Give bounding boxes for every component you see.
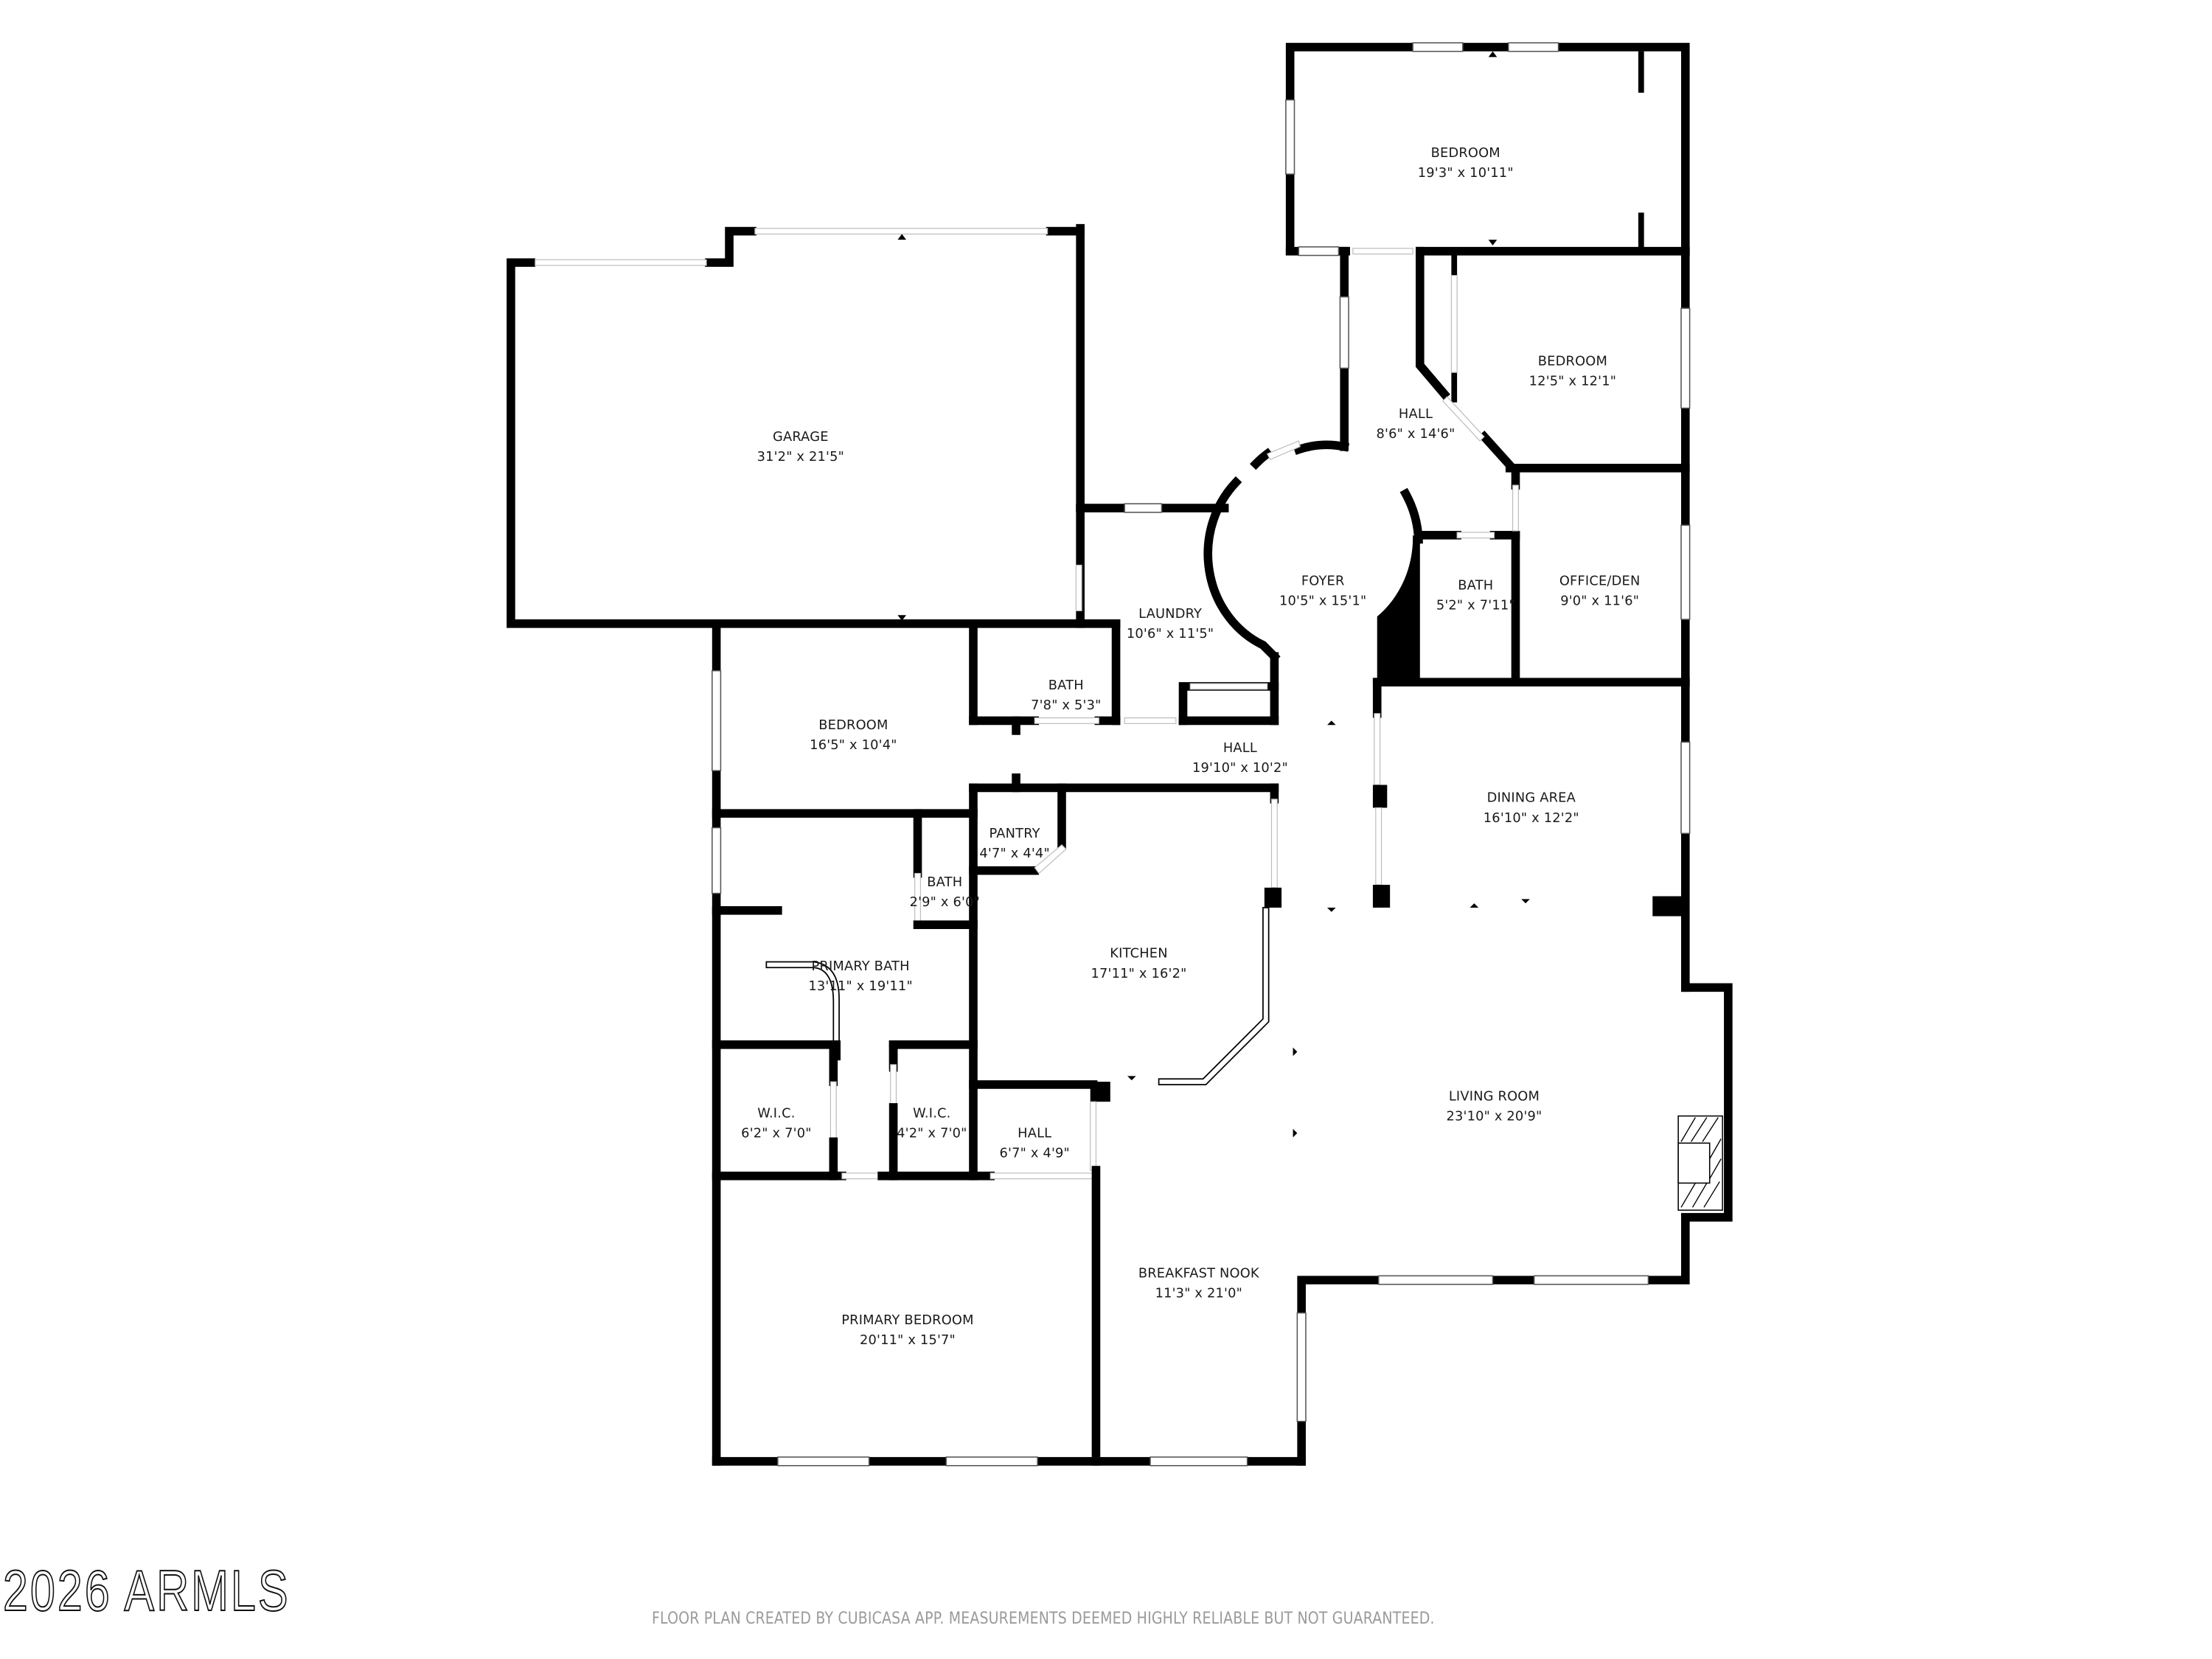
room-name: BREAKFAST NOOK — [1138, 1265, 1260, 1281]
room-name: BATH — [1048, 678, 1084, 693]
room-wic-1: W.I.C. 6'2" x 7'0" — [712, 1040, 883, 1180]
room-size: 20'11" x 15'7" — [860, 1332, 956, 1348]
room-name: HALL — [1018, 1126, 1051, 1141]
room-size: 23'10" x 20'9" — [1446, 1108, 1542, 1124]
room-size: 31'2" x 21'5" — [757, 449, 844, 465]
room-size: 11'3" x 21'0" — [1155, 1285, 1242, 1301]
room-bedroom-1: BEDROOM 19'3" x 10'11" — [1285, 42, 1690, 257]
window — [1285, 99, 1295, 175]
room-size: 16'10" x 12'2" — [1484, 810, 1579, 826]
disclaimer-text: FLOOR PLAN CREATED BY CUBICASA APP. MEAS… — [652, 1610, 1435, 1628]
room-name: BEDROOM — [818, 717, 888, 733]
room-name: BATH — [1458, 577, 1493, 593]
room-name: DINING AREA — [1487, 790, 1576, 806]
room-size: 10'6" x 11'5" — [1127, 626, 1214, 641]
room-size: 4'7" x 4'4" — [979, 846, 1049, 861]
room-bath-3: BATH 2'9" x 6'0" — [910, 809, 980, 929]
room-garage: GARAGE 31'2" x 21'5" — [507, 223, 1085, 628]
room-size: 16'5" x 10'4" — [810, 737, 897, 753]
room-size: 9'0" x 11'6" — [1560, 594, 1639, 609]
room-wic-2: W.I.C. 4'2" x 7'0" — [877, 1040, 995, 1180]
window — [1296, 1312, 1307, 1422]
room-name: PRIMARY BATH — [811, 959, 909, 974]
window — [1533, 1275, 1649, 1285]
room-living-room: LIVING ROOM 23'10" x 20'9" — [1377, 983, 1733, 1285]
window — [1150, 1456, 1248, 1467]
copyright-watermark: 2026 ARMLS — [2, 1557, 291, 1624]
room-size: 10'5" x 15'1" — [1279, 594, 1366, 609]
room-size: 19'3" x 10'11" — [1418, 165, 1514, 181]
window — [1680, 741, 1691, 835]
room-bath-2: BATH 7'8" x 5'3" — [1031, 678, 1101, 713]
room-breakfast-nook: BREAKFAST NOOK 11'3" x 21'0" — [1138, 1265, 1383, 1467]
room-office-den: OFFICE/DEN 9'0" x 11'6" — [1372, 524, 1691, 686]
room-dining-area: DINING AREA 16'10" x 12'2" — [1372, 678, 1691, 992]
window — [777, 1456, 870, 1467]
window — [1298, 246, 1340, 257]
measurement-markers — [897, 51, 1530, 1138]
window — [1339, 296, 1349, 369]
room-size: 17'11" x 16'2" — [1091, 966, 1187, 981]
room-pantry: PANTRY 4'7" x 4'4" — [969, 783, 1067, 1180]
room-size: 4'2" x 7'0" — [897, 1126, 967, 1141]
window — [1680, 524, 1691, 620]
room-name: LIVING ROOM — [1449, 1088, 1540, 1104]
room-foyer: FOYER 10'5" x 15'1" — [1203, 440, 1423, 683]
room-name: GARAGE — [773, 429, 829, 445]
room-hall-upper: HALL 8'6" x 14'6" — [1377, 406, 1455, 442]
window — [1412, 42, 1464, 52]
room-size: 8'6" x 14'6" — [1377, 426, 1455, 442]
room-size: 5'2" x 7'11" — [1436, 597, 1515, 613]
room-size: 7'8" x 5'3" — [1031, 698, 1101, 713]
room-name: BEDROOM — [1431, 145, 1500, 161]
room-name: FOYER — [1301, 574, 1345, 589]
room-size: 6'2" x 7'0" — [741, 1126, 811, 1141]
window — [1377, 1275, 1494, 1285]
window — [1680, 307, 1691, 409]
room-size: 12'5" x 12'1" — [1529, 374, 1616, 389]
room-name: BATH — [927, 874, 962, 890]
room-size: 13'11" x 19'11" — [808, 978, 913, 994]
room-name: LAUNDRY — [1138, 606, 1202, 622]
room-size: 2'9" x 6'0" — [910, 894, 980, 910]
room-primary-bath: PRIMARY BATH 13'11" x 19'11" — [712, 827, 978, 1072]
room-hall-small: HALL 6'7" x 4'9" — [990, 1101, 1097, 1180]
room-primary-bedroom: PRIMARY BEDROOM 20'11" x 15'7" — [712, 1166, 1306, 1467]
room-name: PRIMARY BEDROOM — [841, 1312, 973, 1328]
room-name: HALL — [1223, 740, 1257, 756]
room-laundry: LAUNDRY 10'6" x 11'5" — [1076, 503, 1279, 726]
room-bath-1: BATH 5'2" x 7'11" — [1416, 464, 1520, 686]
room-name: OFFICE/DEN — [1559, 574, 1641, 589]
window — [1124, 503, 1163, 513]
room-name: W.I.C. — [757, 1105, 795, 1121]
room-name: KITCHEN — [1110, 946, 1167, 961]
window — [712, 669, 722, 771]
room-name: BEDROOM — [1538, 353, 1607, 369]
room-kitchen: KITCHEN 17'11" x 16'2" — [969, 783, 1282, 1102]
fireplace-icon — [1677, 1115, 1723, 1211]
room-name: PANTRY — [990, 826, 1040, 841]
room-name: W.I.C. — [913, 1105, 950, 1121]
window — [712, 827, 722, 894]
window — [945, 1456, 1038, 1467]
room-name: HALL — [1399, 406, 1433, 422]
window — [1508, 42, 1559, 52]
room-size: 19'10" x 10'2" — [1192, 760, 1288, 776]
room-size: 6'7" x 4'9" — [1000, 1146, 1070, 1161]
